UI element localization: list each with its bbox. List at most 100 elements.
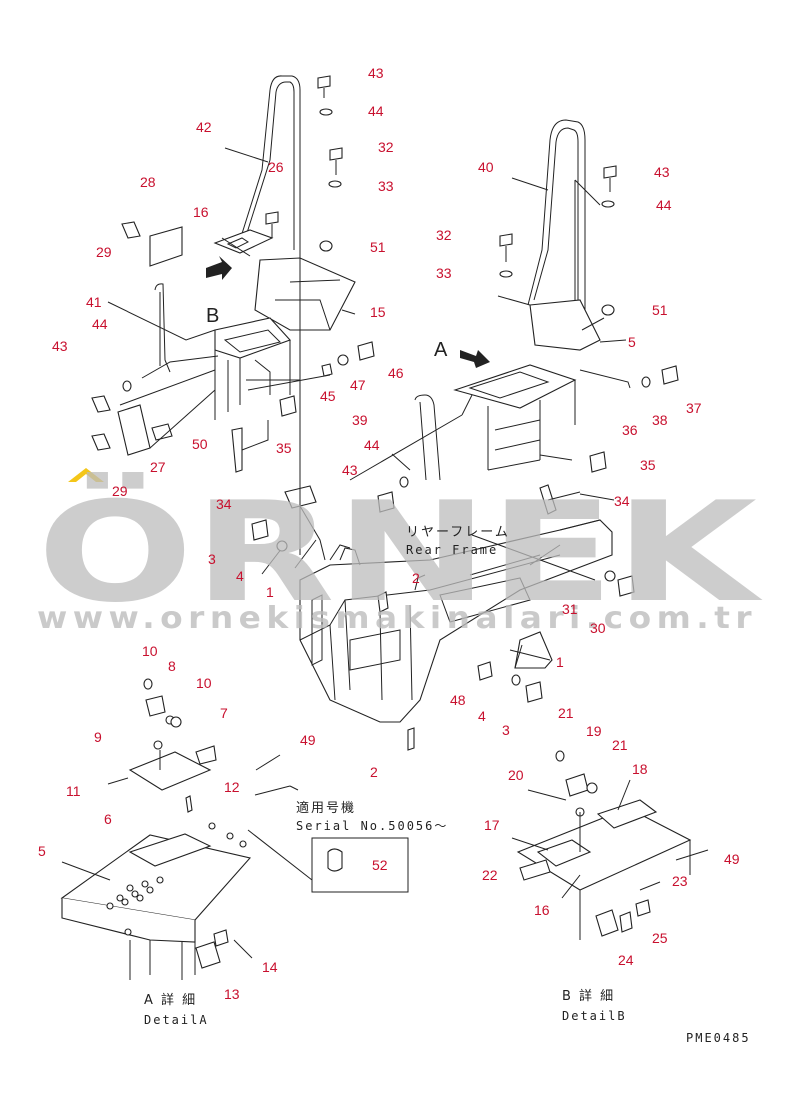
callout: 44 — [92, 316, 108, 332]
callout: 17 — [484, 817, 500, 833]
view-arrow-a — [460, 350, 490, 368]
callout: 14 — [262, 959, 278, 975]
watermark: ÖRNEK www.ornekismakinalari.com.tr — [37, 468, 764, 636]
view-b-label: B — [206, 305, 219, 327]
callout: 21 — [558, 705, 574, 721]
callout: 15 — [370, 304, 386, 320]
callout: 2 — [370, 764, 378, 780]
serial-en-label: Serial No.50056～ — [296, 819, 448, 833]
rear-frame — [299, 519, 613, 751]
callout: 4 — [478, 708, 486, 724]
rear-frame-jp-label: リヤーフレーム — [406, 525, 510, 540]
callout: 10 — [142, 643, 158, 659]
callout: 43 — [654, 164, 670, 180]
callout: 44 — [368, 103, 384, 119]
callout: 32 — [436, 227, 452, 243]
callout: 3 — [208, 551, 216, 567]
callout: 5 — [628, 334, 636, 350]
detail-a-en-label: DetailA — [144, 1013, 209, 1027]
callout: 39 — [352, 412, 368, 428]
callout: 4 — [236, 568, 244, 584]
callout: 35 — [276, 440, 292, 456]
serial-jp-label: 適用号機 — [296, 800, 356, 816]
fasteners — [91, 75, 679, 933]
detail-a-drawing — [60, 695, 299, 980]
callout: 47 — [350, 377, 366, 393]
callout: 1 — [556, 654, 564, 670]
callout: 29 — [96, 244, 112, 260]
detail-b-jp-label: B 詳 細 — [562, 988, 615, 1004]
callout: 48 — [450, 692, 466, 708]
callout: 22 — [482, 867, 498, 883]
callout: 38 — [652, 412, 668, 428]
callout: 8 — [168, 658, 176, 674]
callout: 49 — [300, 732, 316, 748]
watermark-accent — [68, 468, 104, 482]
callout: 35 — [640, 457, 656, 473]
callout: 43 — [342, 462, 358, 478]
watermark-brand: ÖRNEK — [37, 472, 764, 633]
callout: 21 — [612, 737, 628, 753]
callout: 40 — [478, 159, 494, 175]
callout: 7 — [220, 705, 228, 721]
callout: 29 — [112, 483, 128, 499]
callout: 44 — [364, 437, 380, 453]
callout: 28 — [140, 174, 156, 190]
callout: 26 — [268, 159, 284, 175]
callout: 32 — [378, 139, 394, 155]
callout: 44 — [656, 197, 672, 213]
detail-b-drawing — [516, 773, 709, 940]
view-a-label: A — [434, 339, 448, 361]
callout: 41 — [86, 294, 102, 310]
detail-a-jp-label: A 詳 細 — [144, 992, 197, 1008]
callout: 51 — [652, 302, 668, 318]
callout: 46 — [388, 365, 404, 381]
callout: 30 — [590, 620, 606, 636]
callout: 5 — [38, 843, 46, 859]
callout: 2 — [412, 570, 420, 586]
callout: 23 — [672, 873, 688, 889]
callout: 45 — [320, 388, 336, 404]
callout: 37 — [686, 400, 702, 416]
callout: 49 — [724, 851, 740, 867]
callout: 16 — [193, 204, 209, 220]
callout: 16 — [534, 902, 550, 918]
callout: 18 — [632, 761, 648, 777]
callout: 34 — [216, 496, 232, 512]
callout: 10 — [196, 675, 212, 691]
right-support-assembly — [414, 119, 631, 515]
callout: 25 — [652, 930, 668, 946]
left-support-assembly — [117, 75, 356, 561]
callout: 24 — [618, 952, 634, 968]
drawing-code: PME0485 — [686, 1031, 751, 1045]
rear-frame-en-label: Rear Frame — [406, 543, 498, 557]
callout: 6 — [104, 811, 112, 827]
callout: 51 — [370, 239, 386, 255]
callout: 3 — [502, 722, 510, 738]
callout: 36 — [622, 422, 638, 438]
callout: 19 — [586, 723, 602, 739]
callout: 52 — [372, 857, 388, 873]
callout: 33 — [378, 178, 394, 194]
callout: 34 — [614, 493, 630, 509]
callout: 11 — [66, 783, 81, 799]
callout: 27 — [150, 459, 166, 475]
serial-box — [247, 829, 409, 893]
callout: 50 — [192, 436, 208, 452]
callout: 42 — [196, 119, 212, 135]
callout-numbers: 43 44 42 32 26 33 28 16 29 51 41 15 44 4… — [38, 65, 740, 1002]
callout: 1 — [266, 584, 274, 600]
callout: 33 — [436, 265, 452, 281]
callout: 43 — [52, 338, 68, 354]
callout: 12 — [224, 779, 240, 795]
watermark-site: www.ornekismakinalari.com.tr — [37, 601, 757, 636]
leader-lines — [61, 147, 661, 959]
callout: 43 — [368, 65, 384, 81]
callout: 9 — [94, 729, 102, 745]
view-arrow-b — [206, 256, 232, 280]
callout: 13 — [224, 986, 240, 1002]
detail-b-en-label: DetailB — [562, 1009, 627, 1023]
callout: 31 — [562, 601, 578, 617]
